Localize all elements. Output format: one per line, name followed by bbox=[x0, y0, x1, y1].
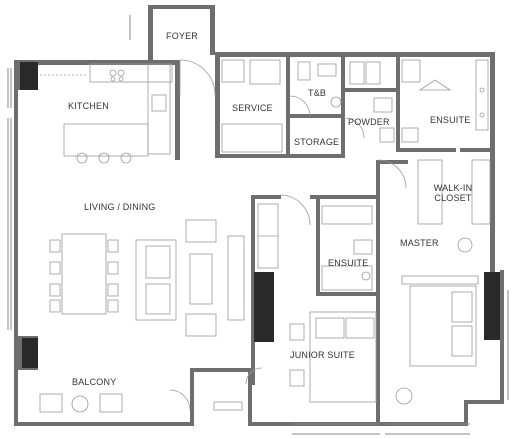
furniture bbox=[39, 59, 491, 413]
room-label-living-dining: LIVING / DINING bbox=[84, 202, 156, 212]
room-label-storage: STORAGE bbox=[294, 137, 340, 147]
room-label-powder: POWDER bbox=[348, 117, 390, 127]
windows bbox=[7, 15, 509, 435]
room-label-master: MASTER bbox=[400, 238, 439, 248]
room-label-walkin-line1: WALK-IN bbox=[433, 183, 473, 193]
room-label-balcony: BALCONY bbox=[72, 377, 117, 387]
room-label-ensuite-junior: ENSUITE bbox=[328, 258, 369, 268]
room-label-ensuite-master: ENSUITE bbox=[430, 115, 471, 125]
room-label-foyer: FOYER bbox=[166, 31, 199, 41]
room-label-service: SERVICE bbox=[232, 103, 273, 113]
walls bbox=[14, 5, 504, 426]
room-label-kitchen: KITCHEN bbox=[68, 101, 109, 111]
solid-blocks bbox=[20, 62, 500, 368]
room-label-tb: T&B bbox=[308, 88, 327, 98]
room-label-walkin-closet: WALK-IN CLOSET bbox=[430, 183, 476, 203]
room-label-walkin-line2: CLOSET bbox=[434, 193, 472, 203]
room-label-junior-suite: JUNIOR SUITE bbox=[290, 350, 355, 360]
